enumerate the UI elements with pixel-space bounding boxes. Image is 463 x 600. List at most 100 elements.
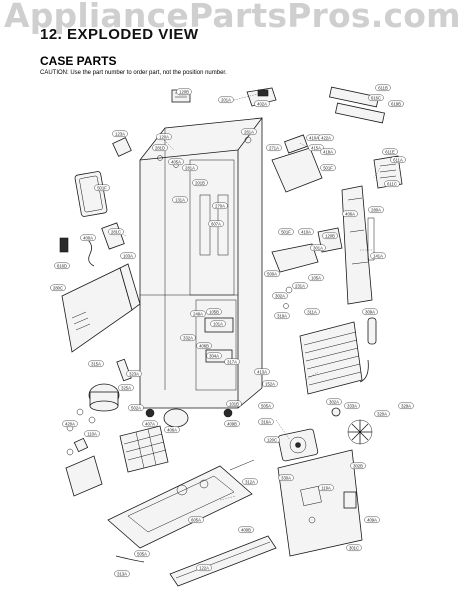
- part-label-badge: [164, 426, 180, 434]
- part-label-text: 301A: [313, 245, 323, 250]
- part-label-badge: [318, 134, 334, 142]
- part-label: 280C: [50, 284, 66, 292]
- part-label-badge: [156, 133, 172, 141]
- part-label-badge: [342, 210, 358, 218]
- part-label-badge: [118, 384, 134, 392]
- part-label: 231A: [292, 282, 308, 290]
- part-label: 120C: [264, 436, 280, 444]
- part-label-text: 201A: [221, 97, 231, 102]
- part-label-text: 231A: [295, 283, 305, 288]
- part-label-text: 410A: [301, 229, 311, 234]
- part-label: 302A: [326, 398, 342, 406]
- part-label: 123A: [112, 130, 128, 138]
- part-label-text: 502A: [131, 405, 141, 410]
- part-label-badge: [388, 100, 404, 108]
- part-label: 409B: [224, 420, 240, 428]
- part-label-text: 301C: [349, 545, 359, 550]
- part-label: 407A: [142, 420, 158, 428]
- part-label-text: 309A: [365, 309, 375, 314]
- part-label: 311A: [304, 308, 320, 316]
- part-label: 110A: [84, 430, 100, 438]
- part-label-badge: [384, 180, 400, 188]
- part-label-badge: [346, 544, 362, 552]
- part-label-text: 611B: [378, 85, 388, 90]
- part-label: 120A: [156, 133, 172, 141]
- part-label-badge: [375, 84, 391, 92]
- part-label-text: 605A: [191, 517, 201, 522]
- cabinet: [139, 117, 263, 418]
- part-label-text: 406A: [167, 427, 177, 432]
- part-label: 313A: [114, 570, 130, 578]
- part-label-text: 402A: [257, 101, 267, 106]
- part-label-text: 302A: [329, 399, 339, 404]
- part-label-badge: [242, 478, 258, 486]
- part-label: 616D: [54, 262, 70, 270]
- part-label-badge: [62, 420, 78, 428]
- part-label-text: 409B: [227, 421, 237, 426]
- part-label: 400B: [238, 526, 254, 534]
- part-label-badge: [304, 308, 320, 316]
- part-label-text: 311A: [307, 309, 317, 314]
- part-label-text: 332A: [183, 335, 193, 340]
- part-label-text: 313A: [117, 571, 127, 576]
- part-label-text: 422A: [321, 135, 331, 140]
- part-label-text: 329A: [401, 403, 411, 408]
- part-label-text: 120C: [267, 437, 277, 442]
- part-label-text: 409A: [367, 517, 377, 522]
- part-label-badge: [208, 220, 224, 228]
- air-duct: [341, 185, 375, 305]
- part-label: 323A: [126, 370, 142, 378]
- part-label-badge: [196, 342, 212, 350]
- part-label-badge: [172, 196, 188, 204]
- part-label-text: 611A: [393, 157, 403, 162]
- part-label: 420A: [62, 420, 78, 428]
- part-label-text: 105A: [311, 275, 321, 280]
- part-label-badge: [224, 420, 240, 428]
- part-label-text: 405A: [171, 159, 181, 164]
- part-label-text: 333A: [347, 403, 357, 408]
- part-label-badge: [364, 516, 380, 524]
- part-label-text: 103A: [123, 253, 133, 258]
- part-label-text: 101B: [229, 401, 239, 406]
- part-label-badge: [254, 100, 270, 108]
- part-label: 505A: [134, 550, 150, 558]
- part-label-badge: [80, 234, 96, 242]
- part-label-badge: [241, 128, 257, 136]
- part-label-badge: [192, 179, 208, 187]
- part-label: 301A: [310, 244, 326, 252]
- compressor: [66, 358, 132, 432]
- part-label-text: 611C: [387, 181, 397, 186]
- part-label: 120B: [176, 88, 192, 96]
- part-label-badge: [320, 148, 336, 156]
- part-label-badge: [374, 410, 390, 418]
- part-label-badge: [264, 436, 280, 444]
- part-label: 302B: [350, 462, 366, 470]
- part-label-text: 119A: [321, 485, 331, 490]
- part-label-badge: [128, 404, 144, 412]
- part-label-badge: [258, 418, 274, 426]
- part-label: 315A: [88, 360, 104, 368]
- part-label-badge: [344, 402, 360, 410]
- part-label-badge: [94, 184, 110, 192]
- part-label: 611B: [375, 84, 391, 92]
- part-label: 611E: [382, 148, 398, 156]
- part-label: 418A: [320, 148, 336, 156]
- part-label: 281C: [108, 228, 124, 236]
- part-label-badge: [182, 164, 198, 172]
- part-label-text: 120A: [159, 134, 169, 139]
- page-title: CASE PARTS: [40, 54, 117, 68]
- part-label: 201A: [218, 96, 234, 104]
- part-label-text: 607A: [211, 221, 221, 226]
- part-label-text: 302A: [275, 293, 285, 298]
- part-label-text: 415A: [311, 145, 321, 150]
- part-label: 413A: [254, 368, 270, 376]
- part-label-badge: [120, 252, 136, 260]
- part-label-badge: [362, 308, 378, 316]
- part-label-badge: [114, 570, 130, 578]
- part-label-badge: [142, 420, 158, 428]
- part-label-text: 249A: [193, 311, 203, 316]
- part-label-badge: [180, 334, 196, 342]
- part-label-text: 304A: [209, 353, 219, 358]
- part-label: 611A: [390, 156, 406, 164]
- part-label-text: 122A: [199, 565, 209, 570]
